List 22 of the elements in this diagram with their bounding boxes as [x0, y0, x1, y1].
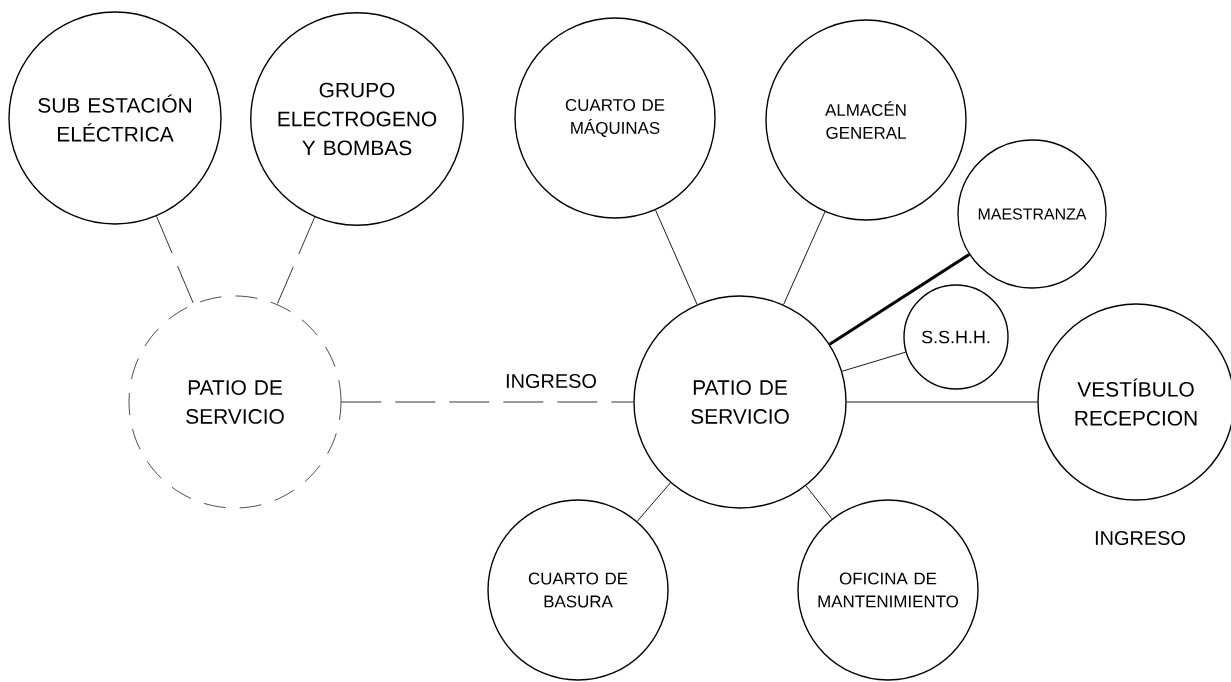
circle-node: OFICINA DE MANTENIMIENTO [797, 499, 979, 681]
connector-line [156, 215, 194, 305]
circle-node: CUARTO DE BASURA [487, 499, 669, 681]
connector-line [636, 482, 671, 522]
connector-line [805, 485, 833, 520]
beside-label: INGRESO [1095, 530, 1185, 546]
circle-node: CUARTO DE MÁQUINAS [514, 17, 716, 219]
connector-line [655, 209, 698, 305]
connector-line [828, 253, 970, 346]
circle-node: ALMACÉN GENERAL [765, 19, 967, 221]
circle-node: GRUPO ELECTROGENO Y BOMBAS [250, 12, 464, 226]
circle-node: MAESTRANZA [957, 139, 1107, 289]
connector-line [846, 401, 1038, 403]
circle-node: PATIO DE SERVICIO [128, 295, 342, 509]
circle-node: PATIO DE SERVICIO [633, 295, 847, 509]
connector-line [276, 216, 316, 305]
connector-line [340, 401, 634, 403]
connector-line [841, 351, 906, 372]
circle-node: SUB ESTACIÓN ELÉCTRICA [8, 11, 222, 225]
circle-node: S.S.H.H. [903, 284, 1009, 390]
connector-line [783, 211, 826, 306]
edge-label: INGRESO [504, 372, 598, 390]
